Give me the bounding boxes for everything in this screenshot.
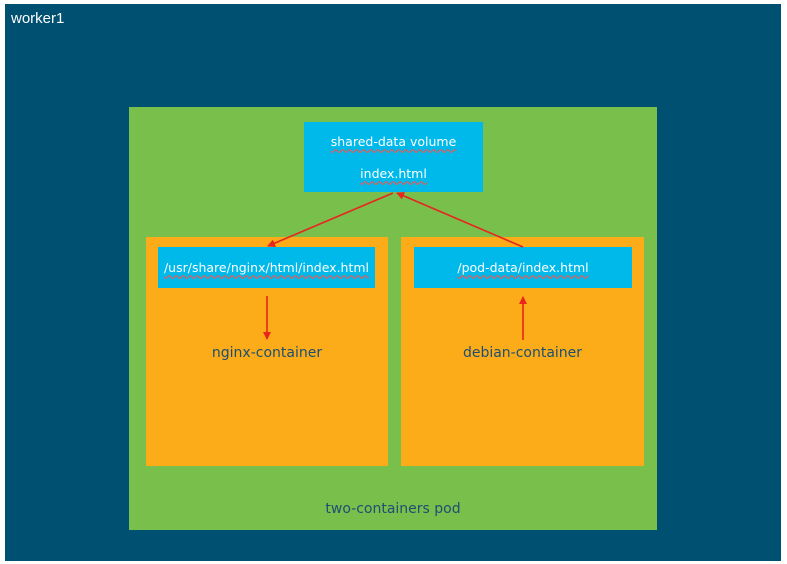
debian-container: /pod-data/index.html debian-container xyxy=(401,237,644,466)
worker-node: worker1 shared-data volume index.html /u… xyxy=(5,4,781,561)
nginx-mount-path: /usr/share/nginx/html/index.html xyxy=(163,260,370,275)
pod-label: two-containers pod xyxy=(325,501,461,517)
debian-container-label: debian-container xyxy=(462,345,583,361)
worker-node-label: worker1 xyxy=(11,10,65,27)
debian-mount-path-box: /pod-data/index.html xyxy=(414,247,632,288)
pod: shared-data volume index.html /usr/share… xyxy=(129,107,657,530)
nginx-container-label: nginx-container xyxy=(211,345,323,361)
volume-file: index.html xyxy=(360,166,427,181)
nginx-mount-path-box: /usr/share/nginx/html/index.html xyxy=(158,247,375,288)
nginx-container: /usr/share/nginx/html/index.html nginx-c… xyxy=(146,237,388,466)
shared-data-volume: shared-data volume index.html xyxy=(304,122,483,192)
debian-mount-path: /pod-data/index.html xyxy=(457,260,589,275)
volume-title: shared-data volume xyxy=(330,134,457,149)
